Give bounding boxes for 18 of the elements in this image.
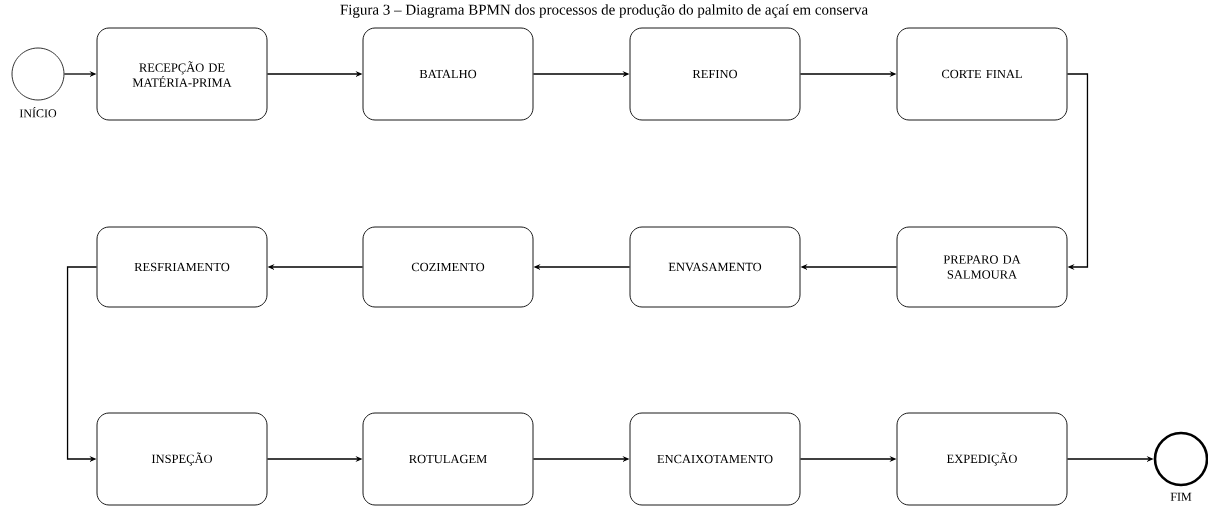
process-box: CORTE FINAL bbox=[896, 27, 1068, 121]
process-box: REFINO bbox=[629, 27, 801, 121]
process-box: ENVASAMENTO bbox=[629, 226, 801, 308]
process-box: COZIMENTO bbox=[362, 226, 534, 308]
process-box: PREPARO DA SALMOURA bbox=[896, 226, 1068, 308]
arrow bbox=[1066, 73, 1089, 271]
process-box: EXPEDIÇÃO bbox=[896, 412, 1068, 506]
node-label: INÍCIO bbox=[19, 106, 57, 118]
figure-title: Figura 3 – Diagrama BPMN dos processos de produção do palmito de açaí em conserva bbox=[340, 4, 868, 18]
node-label: FIM bbox=[1170, 492, 1192, 501]
process-box: ENCAIXOTAMENTO bbox=[629, 412, 801, 506]
start-event: INÍCIO bbox=[11, 47, 65, 118]
process-box: INSPEÇÃO bbox=[96, 412, 268, 506]
process-box: BATALHO bbox=[362, 27, 534, 121]
process-box: RESFRIAMENTO bbox=[96, 226, 268, 308]
process-box: ROTULAGEM bbox=[362, 412, 534, 506]
process-box: RECEPÇÃO DE MATÉRIA-PRIMA bbox=[96, 27, 268, 121]
end-event: FIM bbox=[1153, 431, 1208, 501]
